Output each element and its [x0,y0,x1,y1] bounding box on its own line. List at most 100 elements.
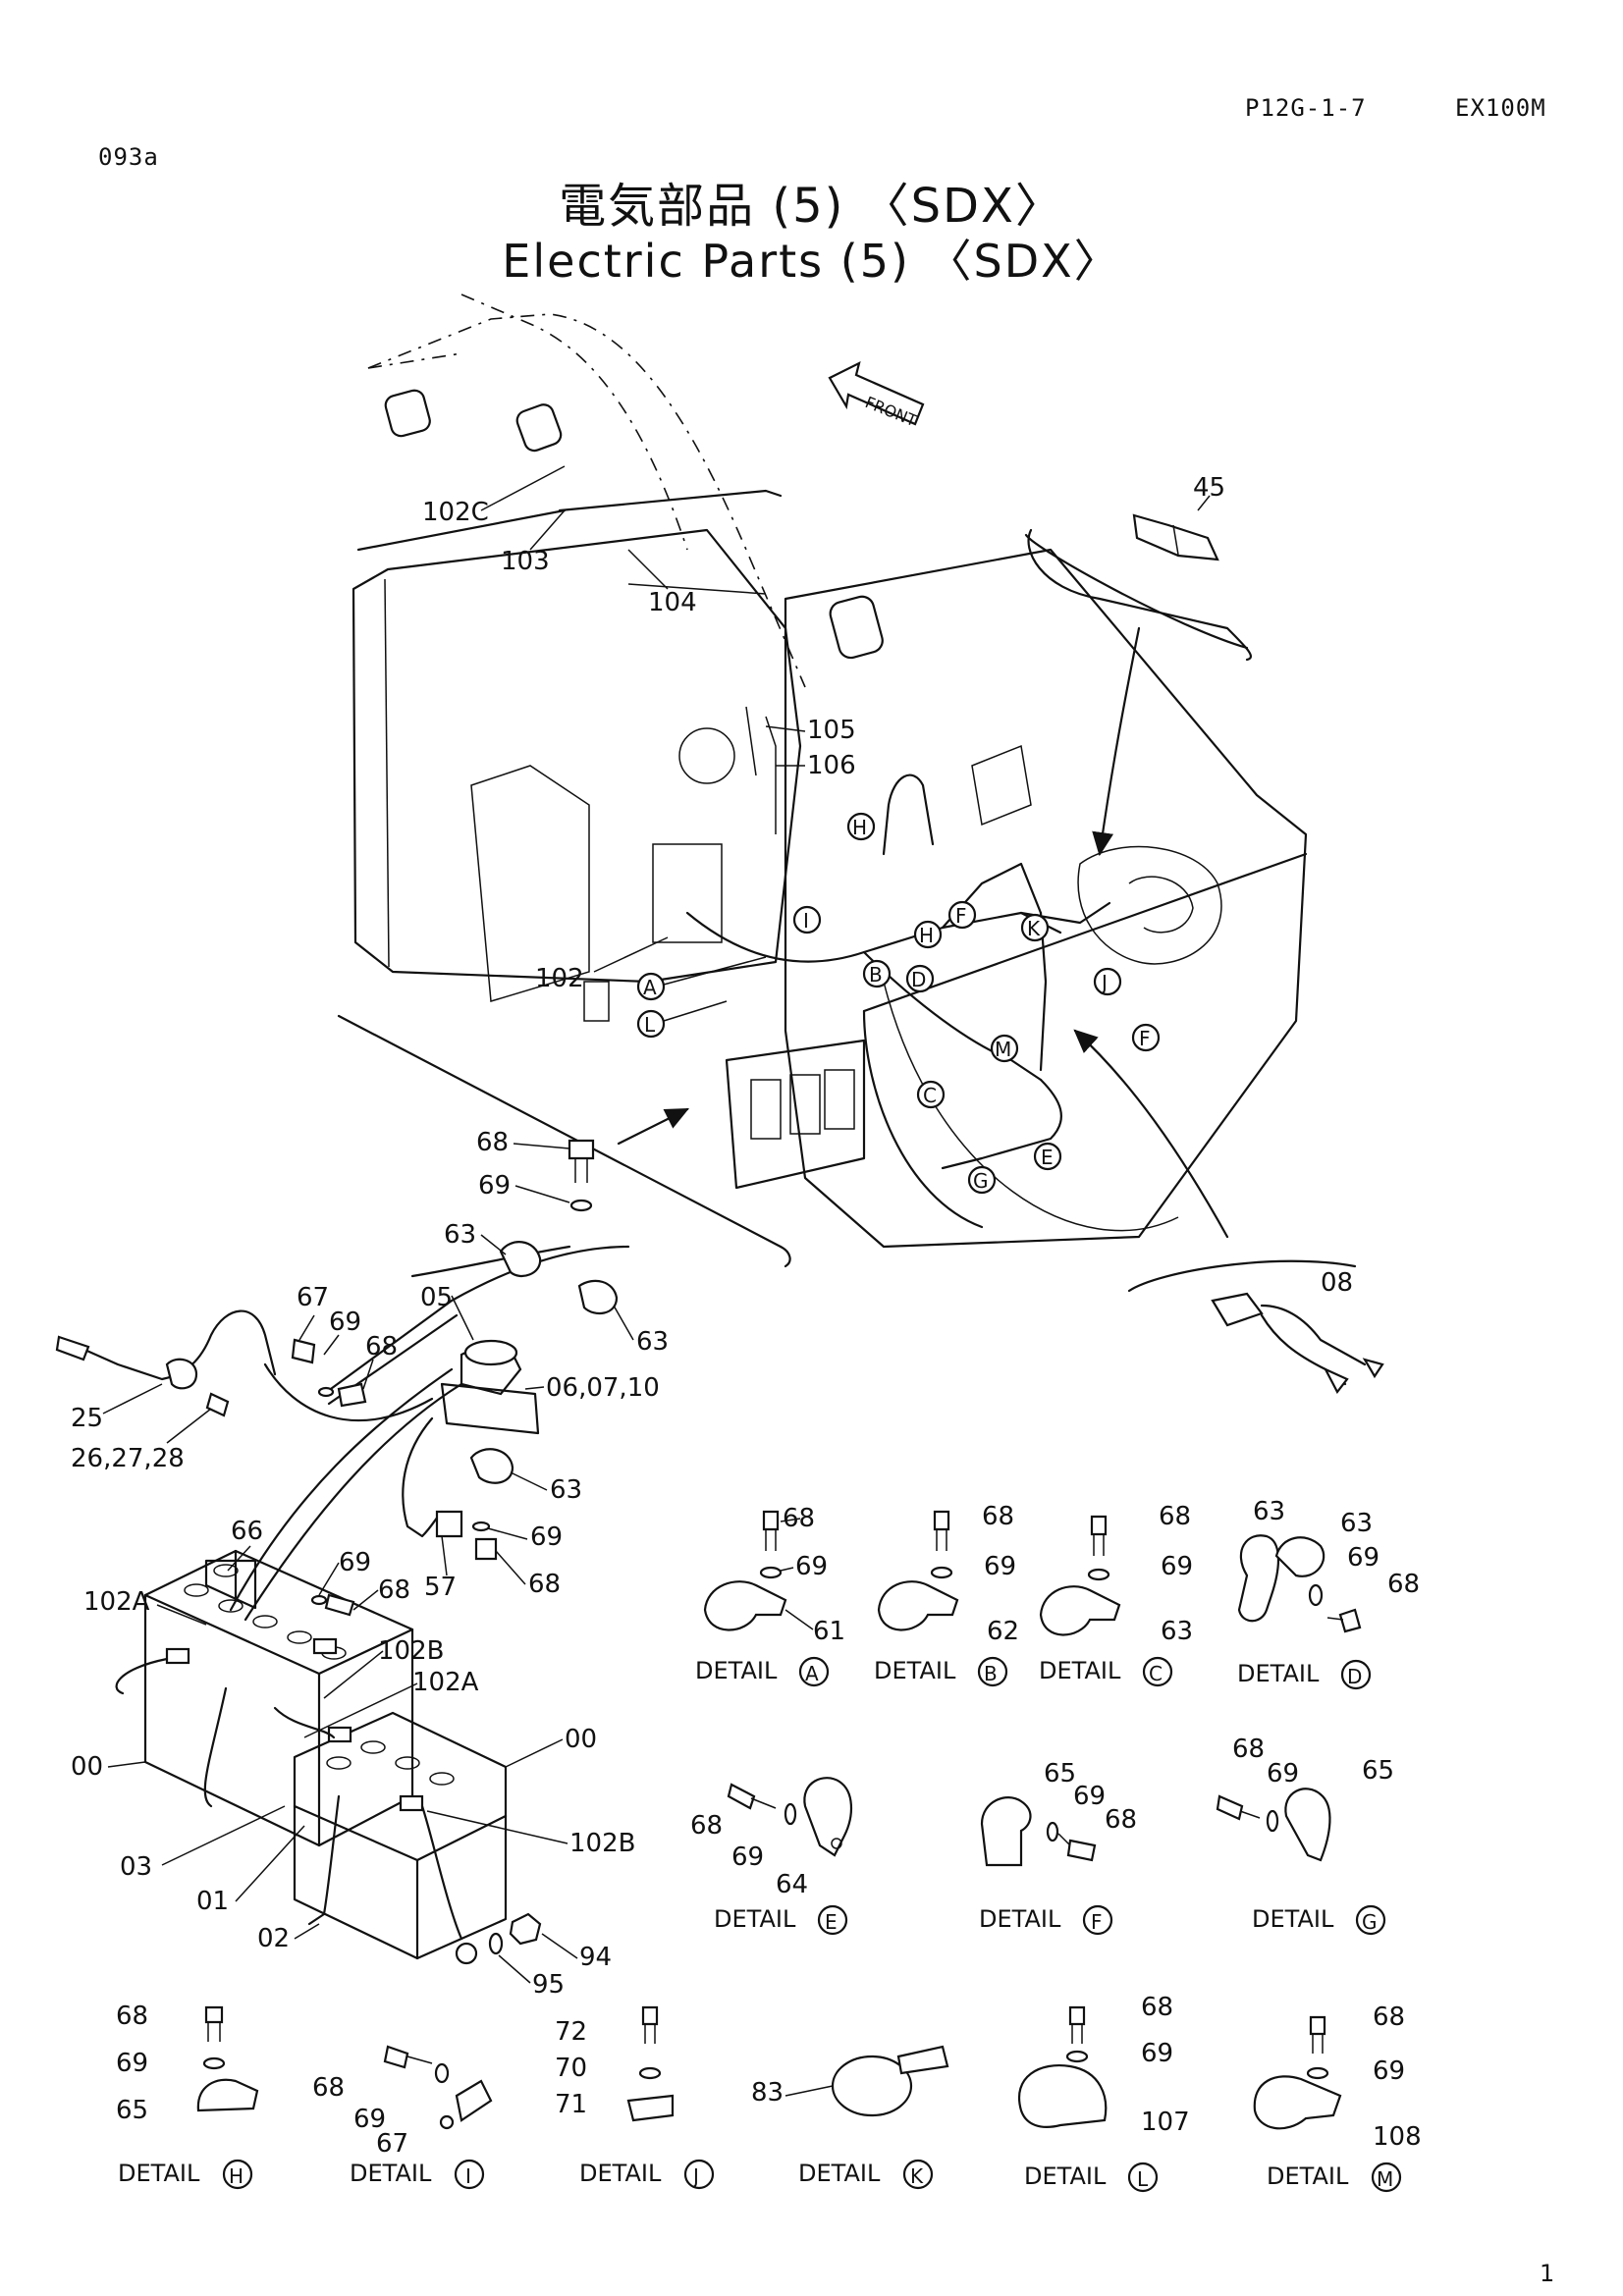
svg-text:68: 68 [690,1811,723,1841]
svg-text:I: I [465,2164,471,2188]
svg-text:63: 63 [550,1475,582,1505]
svg-text:C: C [923,1084,937,1107]
svg-text:K: K [1027,917,1041,940]
svg-text:68: 68 [982,1502,1014,1531]
svg-text:68: 68 [1232,1735,1265,1764]
front-arrow-icon: FRONT [828,360,925,430]
svg-text:67: 67 [376,2129,408,2159]
callout-K: K [1020,913,1050,942]
page-code: P12G-1-7 [1245,94,1367,122]
svg-text:DETAIL: DETAIL [350,2160,432,2187]
svg-text:F: F [1139,1027,1151,1050]
svg-text:63: 63 [1253,1497,1285,1526]
svg-text:106: 106 [807,751,856,780]
svg-text:69: 69 [1347,1543,1380,1573]
svg-text:K: K [910,2164,924,2188]
svg-text:03: 03 [120,1852,152,1882]
svg-text:DETAIL: DETAIL [695,1657,778,1684]
callout-J: J [1093,967,1122,996]
detail-B: 68 69 62 [877,1502,1019,1646]
label-08: 08 [1321,1268,1353,1298]
svg-text:DETAIL: DETAIL [979,1905,1061,1933]
svg-text:69: 69 [1141,2039,1173,2068]
detail-M: 68 69 108 [1253,2002,1422,2152]
svg-text:D: D [911,968,926,991]
svg-text:M: M [995,1038,1011,1061]
caption-J: DETAIL J [579,2159,715,2190]
callout-L: L [636,1000,728,1039]
callout-E: E [1033,1142,1062,1171]
svg-text:69: 69 [329,1308,361,1337]
svg-text:06,07,10: 06,07,10 [546,1373,660,1403]
callout-H1: H [846,812,876,841]
part-08-switch: 08 [1211,1268,1384,1395]
svg-text:102C: 102C [422,498,489,527]
svg-text:DETAIL: DETAIL [1252,1905,1334,1933]
svg-text:69: 69 [116,2049,148,2078]
svg-text:63: 63 [1340,1509,1373,1538]
svg-text:DETAIL: DETAIL [1024,2163,1107,2190]
svg-text:68: 68 [1387,1570,1420,1599]
svg-text:69: 69 [339,1548,371,1577]
svg-text:H: H [852,816,867,839]
svg-text:DETAIL: DETAIL [798,2160,881,2187]
svg-text:69: 69 [795,1552,828,1581]
callout-G: G [967,1165,997,1195]
svg-text:66: 66 [231,1517,263,1546]
svg-text:H: H [919,924,934,947]
svg-text:105: 105 [807,716,856,745]
main-leader-lines [480,465,806,973]
callout-A: A [636,956,767,1001]
callout-F1: F [947,900,977,930]
detail-I: 68 69 67 [312,2045,493,2159]
svg-text:68: 68 [476,1128,509,1157]
callout-C: C [916,1080,946,1109]
svg-text:69: 69 [353,2105,386,2134]
svg-text:63: 63 [444,1220,476,1250]
svg-text:95: 95 [532,1970,565,2000]
svg-text:DETAIL: DETAIL [714,1905,796,1933]
detail-L: 68 69 107 [1018,1993,1190,2137]
svg-text:DETAIL: DETAIL [118,2160,200,2187]
svg-text:65: 65 [116,2096,148,2125]
svg-text:G: G [1362,1910,1378,1934]
svg-text:E: E [825,1910,838,1934]
svg-text:69: 69 [1373,2056,1405,2086]
svg-text:I: I [803,909,809,933]
svg-text:25: 25 [71,1404,103,1433]
svg-text:00: 00 [71,1752,103,1782]
part-45-sensor: 45 [1132,473,1225,561]
detail-E: 68 69 64 [690,1777,853,1899]
svg-text:69: 69 [478,1171,511,1201]
svg-text:68: 68 [312,2073,345,2103]
svg-text:26,27,28: 26,27,28 [71,1444,185,1473]
svg-text:B: B [869,963,883,987]
svg-text:J: J [691,2164,699,2188]
caption-I: DETAIL I [350,2159,485,2190]
svg-text:63: 63 [1161,1617,1193,1646]
svg-text:102A: 102A [83,1587,150,1617]
page-number: 1 [1540,2260,1555,2287]
svg-text:D: D [1347,1665,1362,1688]
battery-part-labels: 68 69 63 67 69 68 05 63 25 26,27,28 06,0… [71,1128,669,2000]
svg-text:E: E [1041,1146,1054,1169]
svg-text:M: M [1377,2167,1393,2191]
svg-text:G: G [973,1169,989,1193]
svg-text:108: 108 [1373,2122,1422,2152]
svg-text:68: 68 [116,2002,148,2031]
detail-G: 68 69 65 [1216,1735,1394,1862]
svg-text:68: 68 [1373,2002,1405,2032]
svg-text:70: 70 [555,2054,587,2083]
caption-K: DETAIL K [798,2159,934,2190]
svg-text:C: C [1149,1662,1163,1685]
svg-text:94: 94 [579,1943,612,1972]
svg-text:DETAIL: DETAIL [579,2160,662,2187]
detail-H: 68 69 65 [116,2002,259,2125]
svg-text:69: 69 [530,1522,563,1552]
